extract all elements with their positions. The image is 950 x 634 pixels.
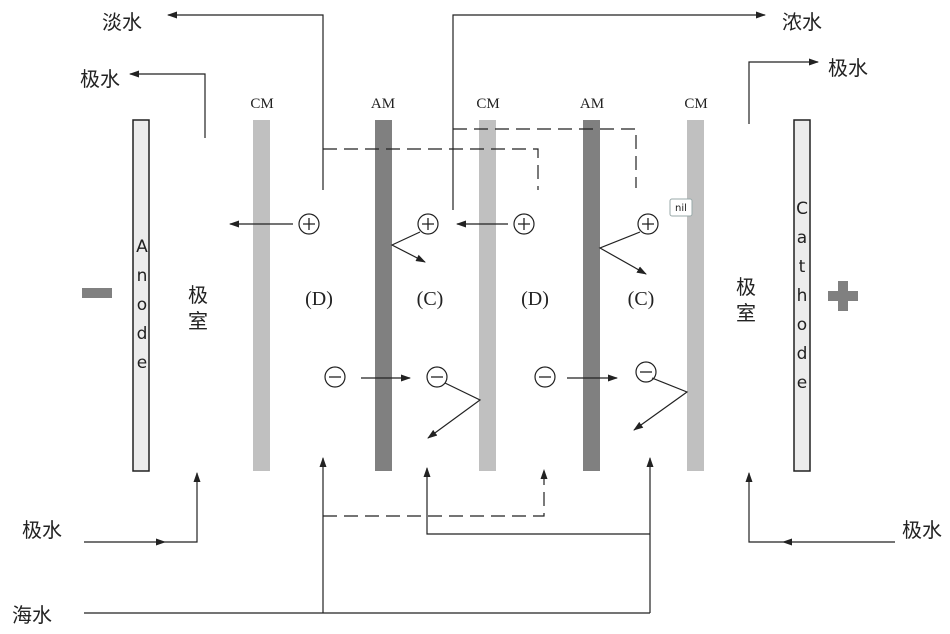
electrode-water-out-right-label: 极水 bbox=[828, 56, 868, 80]
anion-rejection-arrow bbox=[633, 377, 689, 431]
compartment-label: (C) bbox=[417, 288, 444, 310]
left-electrode-outlet-line bbox=[129, 70, 206, 138]
electrode-water-in-right-label: 极水 bbox=[902, 518, 942, 542]
ion-signs bbox=[303, 218, 654, 378]
anode-letter: e bbox=[137, 353, 147, 373]
electrode-water-in-left-label: 极水 bbox=[22, 518, 62, 542]
anode-letter: o bbox=[137, 295, 147, 315]
seawater-label: 海水 bbox=[12, 603, 52, 627]
dashed-lines bbox=[323, 128, 637, 190]
membrane-cm-1 bbox=[253, 120, 270, 471]
cathode-letter: o bbox=[797, 315, 807, 335]
anion-rejection-arrow bbox=[427, 382, 482, 439]
membrane-cm-2 bbox=[479, 120, 496, 471]
membrane-label: CM bbox=[476, 96, 499, 112]
cation-rejection-arrow bbox=[390, 231, 426, 263]
plus-sign-icon bbox=[828, 281, 858, 311]
ions bbox=[298, 213, 659, 388]
electrode-chamber-left-char1: 极 bbox=[188, 283, 208, 307]
ion-arrows bbox=[229, 220, 689, 439]
fresh-water-outlet-line bbox=[167, 11, 324, 190]
cathode-letter: d bbox=[797, 344, 808, 364]
cathode-letter: e bbox=[797, 373, 807, 393]
cathode-letter: h bbox=[797, 286, 808, 306]
anode-electrode bbox=[132, 119, 150, 472]
membrane-label: CM bbox=[684, 96, 707, 112]
membrane-label: AM bbox=[580, 96, 604, 112]
cathode-label: C a t h o d e bbox=[796, 199, 808, 393]
fresh-water-label: 淡水 bbox=[102, 10, 142, 34]
cathode-letter: C bbox=[796, 199, 808, 219]
electrode-chamber-right-char2: 室 bbox=[736, 301, 756, 325]
membrane-am-1 bbox=[375, 120, 392, 471]
dashed-fresh-bottom bbox=[323, 469, 548, 517]
anode-label: A n o d e bbox=[136, 237, 148, 373]
concentrate-outlet-line bbox=[452, 11, 766, 210]
electrode-chamber-left-char2: 室 bbox=[188, 309, 208, 333]
anode-letter: n bbox=[137, 266, 148, 286]
compartment-label: (C) bbox=[628, 288, 655, 310]
right-electrode-inlet-riser bbox=[745, 472, 783, 543]
dashed-concentrate-top bbox=[453, 128, 637, 188]
cation-rejection-arrow bbox=[598, 231, 647, 275]
compartment-label: (D) bbox=[521, 288, 549, 310]
concentrate-label: 浓水 bbox=[782, 10, 822, 34]
left-electrode-inlet-riser bbox=[165, 472, 201, 543]
nil-tag: nil bbox=[669, 198, 693, 217]
anode-letter: A bbox=[136, 237, 148, 257]
flow-lines bbox=[84, 11, 895, 614]
cathode-letter: t bbox=[799, 257, 806, 277]
anode-letter: d bbox=[137, 324, 148, 344]
dashed-fresh-top bbox=[323, 148, 539, 190]
membrane-cm-3 bbox=[687, 120, 704, 471]
right-electrode-outlet-line bbox=[748, 58, 819, 124]
seawater-feed-branch bbox=[423, 467, 650, 535]
electrode-water-out-left-label: 极水 bbox=[80, 67, 120, 91]
compartment-label: (D) bbox=[305, 288, 333, 310]
membrane-label: AM bbox=[371, 96, 395, 112]
cathode-letter: a bbox=[797, 228, 807, 248]
minus-sign-icon bbox=[82, 288, 112, 298]
cathode-electrode bbox=[793, 119, 811, 472]
membrane-label: CM bbox=[250, 96, 273, 112]
membrane-am-2 bbox=[583, 120, 600, 471]
electrode-chamber-right-char1: 极 bbox=[736, 275, 756, 299]
nil-tag-text: nil bbox=[675, 203, 687, 214]
